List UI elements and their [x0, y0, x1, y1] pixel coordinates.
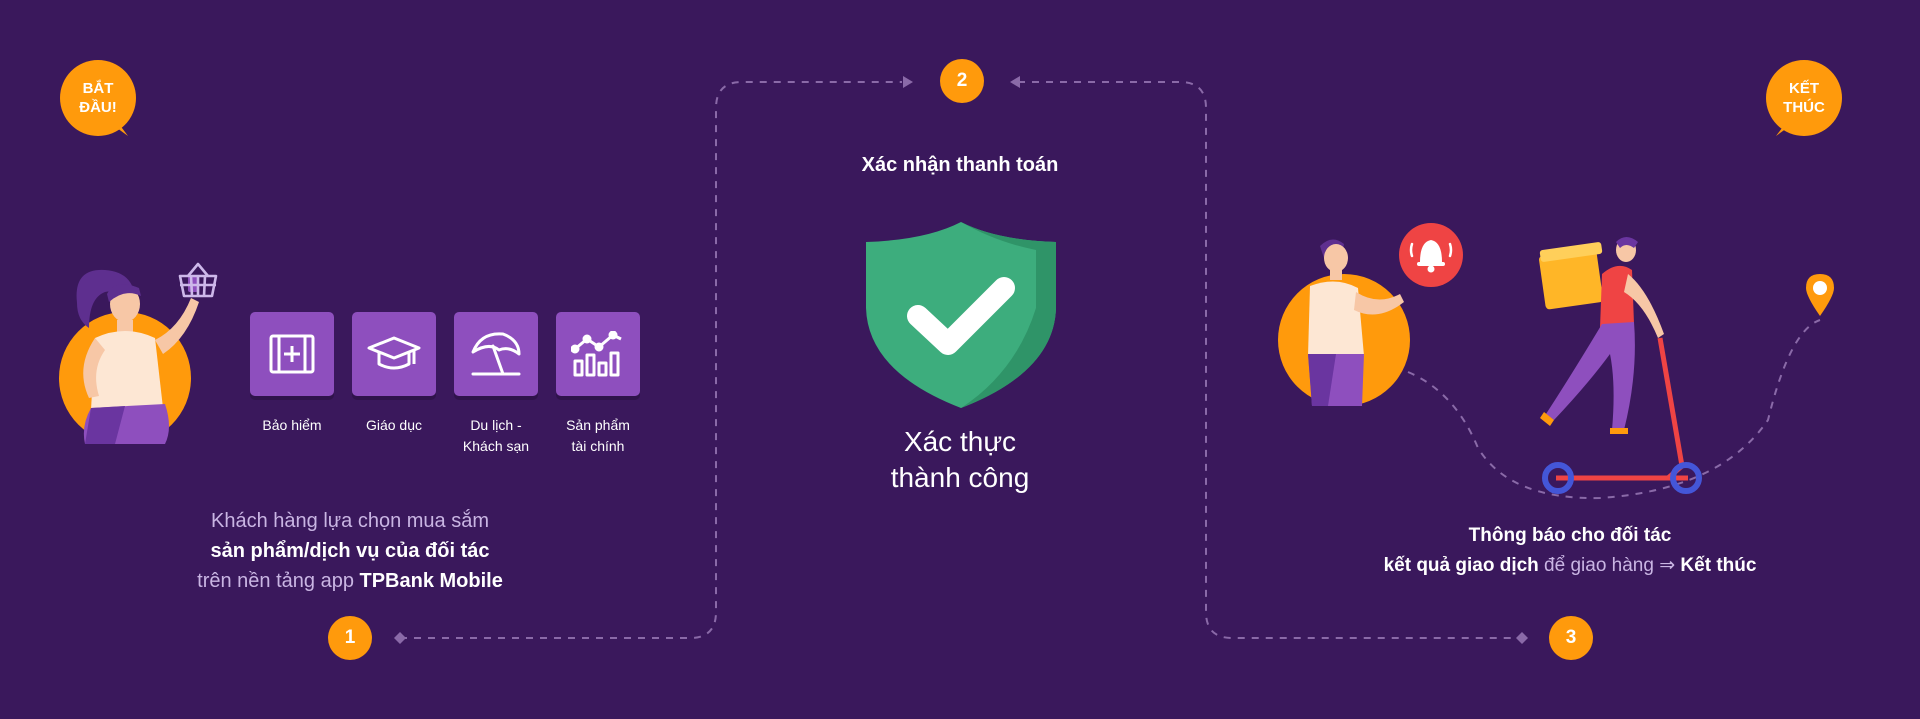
step-3-description: Thông báo cho đối tác kết quả giao dịch …: [1320, 521, 1820, 581]
end-badge-line1: KẾT: [1789, 80, 1819, 97]
step-1-line2: sản phẩm/dịch vụ của đối tác: [210, 540, 490, 562]
finance-chart-icon: [571, 331, 622, 377]
start-badge-tail: [106, 120, 128, 136]
partner-man-illustration: [1278, 239, 1410, 406]
product-label-finance-line1: Sản phẩm: [566, 417, 630, 433]
delivery-scooter-illustration: [1539, 237, 1702, 494]
product-tile-finance[interactable]: [556, 312, 640, 396]
start-badge: BẮT ĐẦU!: [60, 60, 136, 136]
product-label-education: Giáo dục: [339, 415, 449, 436]
product-label-insurance-line1: Bảo hiểm: [262, 417, 322, 433]
product-label-education-line1: Giáo dục: [365, 417, 423, 433]
product-tile-travel-hotel[interactable]: [454, 312, 538, 396]
end-badge-tail: [1776, 120, 1798, 136]
shopping-woman-illustration: [59, 269, 199, 444]
step-1-description: Khách hàng lựa chọn mua sắm sản phẩm/dịc…: [150, 506, 550, 596]
product-label-finance-line2: tài chính: [571, 438, 625, 454]
notification-bell-icon: [1399, 223, 1463, 287]
step-2-number: 2: [956, 70, 968, 91]
step-1-line3-prefix: trên nền tảng app: [197, 570, 360, 592]
product-label-travel: Du lịch - Khách sạn: [441, 415, 551, 457]
step-3-marker: 3: [1549, 616, 1593, 660]
step-3-number: 3: [1565, 627, 1577, 648]
step-3-line2-mid: để giao hàng ⇒: [1538, 555, 1681, 576]
verification-success-line1: Xác thực: [903, 426, 1017, 457]
step-3-line2-end: Kết thúc: [1680, 555, 1757, 576]
end-badge: KẾT THÚC: [1766, 60, 1842, 136]
insurance-icon: [269, 334, 315, 374]
verification-success-line2: thành công: [890, 462, 1030, 493]
step-3-line2-bold: kết quả giao dịch: [1383, 555, 1539, 576]
step-1-app-name: TPBank Mobile: [359, 570, 503, 592]
step-2-marker: 2: [940, 59, 984, 103]
verification-success-text: Xác thực thành công: [810, 424, 1110, 496]
location-pin-icon: [1806, 274, 1834, 316]
graduation-cap-icon: [367, 336, 421, 370]
product-tile-education[interactable]: [352, 312, 436, 396]
step-3-line1: Thông báo cho đối tác: [1468, 525, 1672, 546]
product-label-travel-line1: Du lịch -: [470, 417, 522, 433]
step-1-line1: Khách hàng lựa chọn mua sắm: [211, 510, 489, 532]
shopping-basket-icon: [178, 262, 218, 298]
product-label-insurance: Bảo hiểm: [237, 415, 347, 436]
step-1-number: 1: [344, 627, 356, 648]
end-badge-line2: THÚC: [1783, 99, 1825, 116]
start-badge-line1: BẮT: [82, 80, 114, 97]
product-label-finance: Sản phẩm tài chính: [543, 415, 653, 457]
product-label-travel-line2: Khách sạn: [462, 438, 530, 454]
beach-umbrella-icon: [471, 332, 521, 376]
start-badge-line2: ĐẦU!: [79, 99, 117, 116]
product-tile-insurance[interactable]: [250, 312, 334, 396]
shield-check-icon: [866, 222, 1056, 408]
step-1-marker: 1: [328, 616, 372, 660]
step-2-title: Xác nhận thanh toán: [861, 154, 1059, 176]
